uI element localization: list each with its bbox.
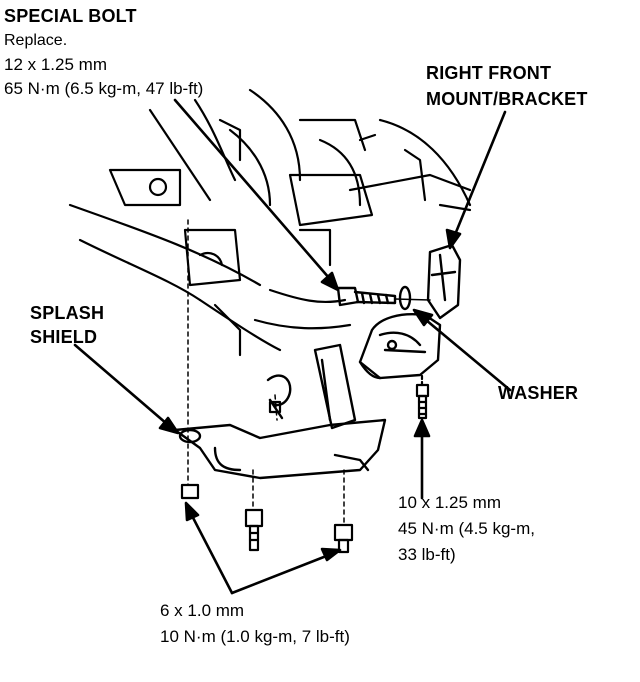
small-bolts-group: [180, 400, 354, 554]
splash-shield-label-line2: SHIELD: [30, 327, 98, 347]
special-bolt-size: 12 x 1.25 mm: [4, 55, 107, 74]
splash-shield-shape: [173, 343, 387, 480]
bolt-axis-line: [394, 298, 431, 301]
mount-label-line2: MOUNT/BRACKET: [426, 89, 588, 109]
engine-body-outline: [68, 88, 472, 357]
leader-arrows: [73, 98, 512, 595]
small-bolt-torque: 10 N·m (1.0 kg-m, 7 lb-ft): [160, 627, 350, 646]
special-bolt-torque: 65 N·m (6.5 kg-m, 47 lb-ft): [4, 79, 204, 98]
lower-bolt-size: 10 x 1.25 mm: [398, 493, 501, 512]
splash-shield-label-line1: SPLASH: [30, 303, 105, 323]
small-bolt-size: 6 x 1.0 mm: [160, 601, 245, 620]
alignment-dashed-lines: [187, 219, 345, 526]
mount-bracket-shape: [358, 243, 462, 380]
lower-bolt-torque-line1: 45 N·m (4.5 kg-m,: [398, 519, 535, 538]
lower-bolt-torque-line2: 33 lb-ft): [398, 545, 456, 564]
special-bolt-note: Replace.: [4, 32, 68, 49]
mount-label-line1: RIGHT FRONT: [426, 63, 552, 83]
washer-label: WASHER: [498, 383, 579, 403]
special-bolt-title: SPECIAL BOLT: [4, 6, 137, 26]
lower-mount-bolt-shape: [415, 374, 430, 420]
washer-shape: [398, 285, 412, 311]
special-bolt-shape: [336, 286, 397, 307]
